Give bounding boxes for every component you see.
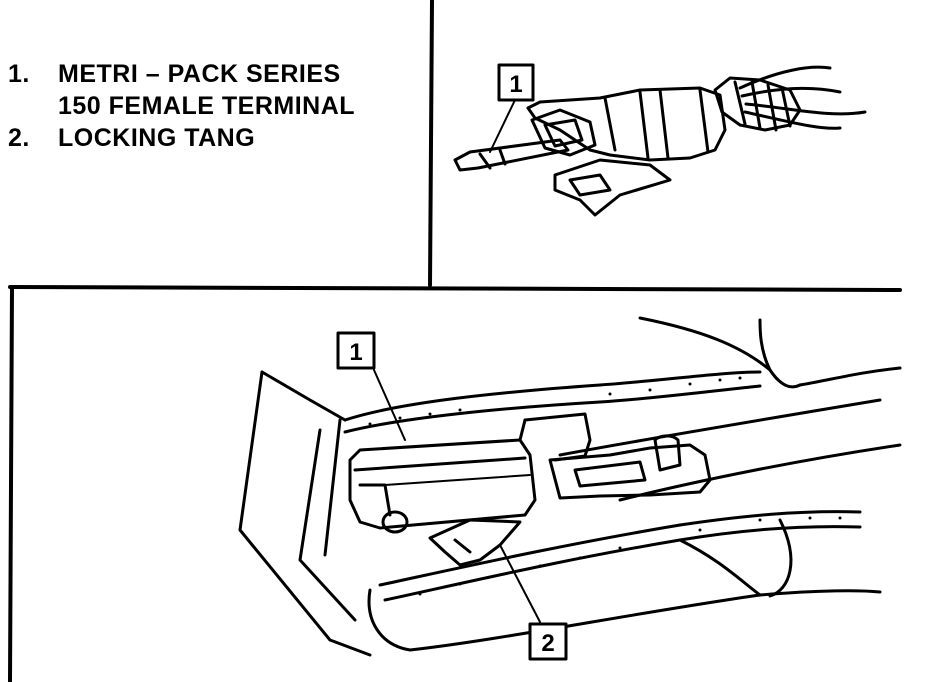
callout-box-top-1 — [497, 63, 535, 102]
legend-item-1-cont: 150 FEMALE TERMINAL — [8, 90, 355, 122]
callout-label-bottom-1: 1 — [349, 339, 362, 366]
legend-item-2: 2. LOCKING TANG — [8, 122, 355, 154]
legend-item-2-number: 2. — [8, 124, 30, 152]
stipple-texture — [368, 376, 842, 596]
panel-frame — [8, 0, 902, 682]
callout-box-bottom-2 — [528, 622, 568, 661]
legend-item-1-line-2: 150 FEMALE TERMINAL — [58, 92, 356, 120]
callout-box-bottom-1 — [336, 331, 376, 370]
legend-item-2-line-1: LOCKING TANG — [58, 124, 256, 152]
cavity-cutaway-illustration — [238, 316, 902, 661]
legend: 1. METRI – PACK SERIES 150 FEMALE TERMIN… — [8, 58, 355, 154]
legend-item-1-number: 1. — [8, 60, 30, 88]
legend-item-1: 1. METRI – PACK SERIES — [8, 58, 355, 90]
connector-overview-illustration — [453, 63, 867, 217]
callout-label-top-1: 1 — [509, 71, 522, 98]
legend-item-1-line-1: METRI – PACK SERIES — [58, 60, 341, 88]
callout-label-bottom-2: 2 — [541, 630, 554, 657]
